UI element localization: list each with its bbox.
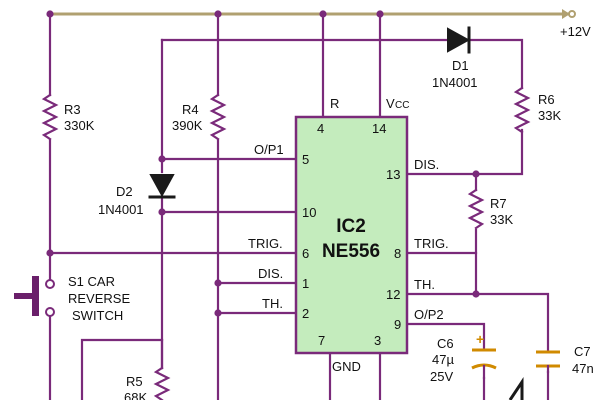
pin14-num: 14 (372, 121, 386, 136)
capacitor-c7: C7 47n (536, 344, 594, 376)
wire-r6-down (405, 128, 524, 176)
pin14-name: V (386, 96, 395, 111)
switch-s1: S1 CAR REVERSE SWITCH (14, 274, 130, 323)
pin7-name: GND (332, 359, 361, 374)
pin9-name: O/P2 (414, 307, 444, 322)
junction-dot (214, 10, 222, 18)
r3-ref: R3 (64, 102, 81, 117)
c6-voltage: 25V (430, 369, 453, 384)
pin5-name: O/P1 (254, 142, 284, 157)
switch-contact (45, 279, 55, 289)
r7-value: 33K (490, 212, 513, 227)
s1-line2: REVERSE (68, 291, 130, 306)
pin2-name: TH. (262, 296, 283, 311)
pin3-num: 3 (374, 333, 381, 348)
diode-icon (149, 174, 175, 198)
ic-part: NE556 (322, 241, 380, 262)
pin6-num: 6 (302, 246, 309, 261)
c6-value: 47µ (432, 352, 454, 367)
junction-dot (214, 279, 222, 287)
push-button-stem (14, 293, 34, 299)
r5-value: 68K (124, 390, 147, 400)
junctions (46, 10, 480, 317)
pin1-name: DIS. (258, 266, 283, 281)
capacitor-c6: + C6 47µ 25V (430, 331, 497, 384)
pin14-sub: CC (395, 100, 409, 111)
pin6-name: TRIG. (248, 236, 283, 251)
diode-icon (447, 27, 471, 53)
r3-value: 330K (64, 118, 95, 133)
resistor-r7: R7 33K (467, 188, 513, 230)
junction-dot (46, 249, 54, 257)
resistor-icon (513, 86, 531, 134)
pin8-name: TRIG. (414, 236, 449, 251)
wire-pin12 (405, 292, 550, 352)
push-button-icon (32, 276, 39, 316)
junction-dot (46, 10, 54, 18)
switch-contact (45, 307, 55, 317)
r6-value: 33K (538, 108, 561, 123)
resistor-icon (467, 188, 485, 230)
wire-d1-line (160, 38, 524, 90)
pin12-num: 12 (386, 287, 400, 302)
supply-terminal (568, 10, 576, 18)
junction-dot (158, 208, 166, 216)
junction-dot (472, 290, 480, 298)
d2-ref: D2 (116, 184, 133, 199)
ic-body (294, 115, 409, 355)
r4-ref: R4 (182, 102, 199, 117)
c7-value: 47n (572, 361, 594, 376)
resistor-r5: R5 68K (124, 366, 171, 400)
junction-dot (319, 10, 327, 18)
resistor-r6: R6 33K (513, 86, 561, 134)
pin1-num: 1 (302, 276, 309, 291)
pin10-num: 10 (302, 205, 316, 220)
junction-dot (158, 155, 166, 163)
supply-arrow-icon (562, 9, 570, 19)
resistor-icon (41, 93, 59, 141)
pin7-num: 7 (318, 333, 325, 348)
r5-ref: R5 (126, 374, 143, 389)
resistor-r4: R4 390K (172, 93, 227, 141)
pin4-name: R (330, 96, 339, 111)
d1-ref: D1 (452, 58, 469, 73)
pin8-num: 8 (394, 246, 401, 261)
s1-line1: S1 CAR (68, 274, 115, 289)
pin12-name: TH. (414, 277, 435, 292)
ic-ref: IC2 (336, 216, 366, 237)
junction-dot (214, 309, 222, 317)
r4-value: 390K (172, 118, 203, 133)
junction-dot (472, 170, 480, 178)
r6-ref: R6 (538, 92, 555, 107)
c6-polarity: + (476, 331, 484, 347)
supply-label: +12V (560, 24, 591, 39)
pin13-name: DIS. (414, 157, 439, 172)
ic-ne556: IC2 NE556 R 4 V CC 14 O/P1 5 10 TRIG. 6 … (248, 96, 449, 374)
wire-r5-loop (80, 338, 164, 400)
pin4-num: 4 (317, 121, 324, 136)
s1-line3: SWITCH (72, 308, 123, 323)
pin2-num: 2 (302, 306, 309, 321)
wire-pin9 (405, 322, 486, 352)
d1-value: 1N4001 (432, 75, 478, 90)
r7-ref: R7 (490, 196, 507, 211)
speaker-partial-icon (508, 377, 524, 400)
resistor-r3: R3 330K (41, 93, 95, 141)
pin5-num: 5 (302, 152, 309, 167)
resistor-icon (209, 93, 227, 141)
c7-ref: C7 (574, 344, 591, 359)
wires (48, 12, 570, 400)
diode-d1: D1 1N4001 (432, 26, 478, 90)
pin9-num: 9 (394, 317, 401, 332)
c6-ref: C6 (437, 336, 454, 351)
d2-value: 1N4001 (98, 202, 144, 217)
diode-d2: D2 1N4001 (98, 174, 176, 217)
pin13-num: 13 (386, 167, 400, 182)
junction-dot (376, 10, 384, 18)
resistor-icon (153, 366, 171, 400)
